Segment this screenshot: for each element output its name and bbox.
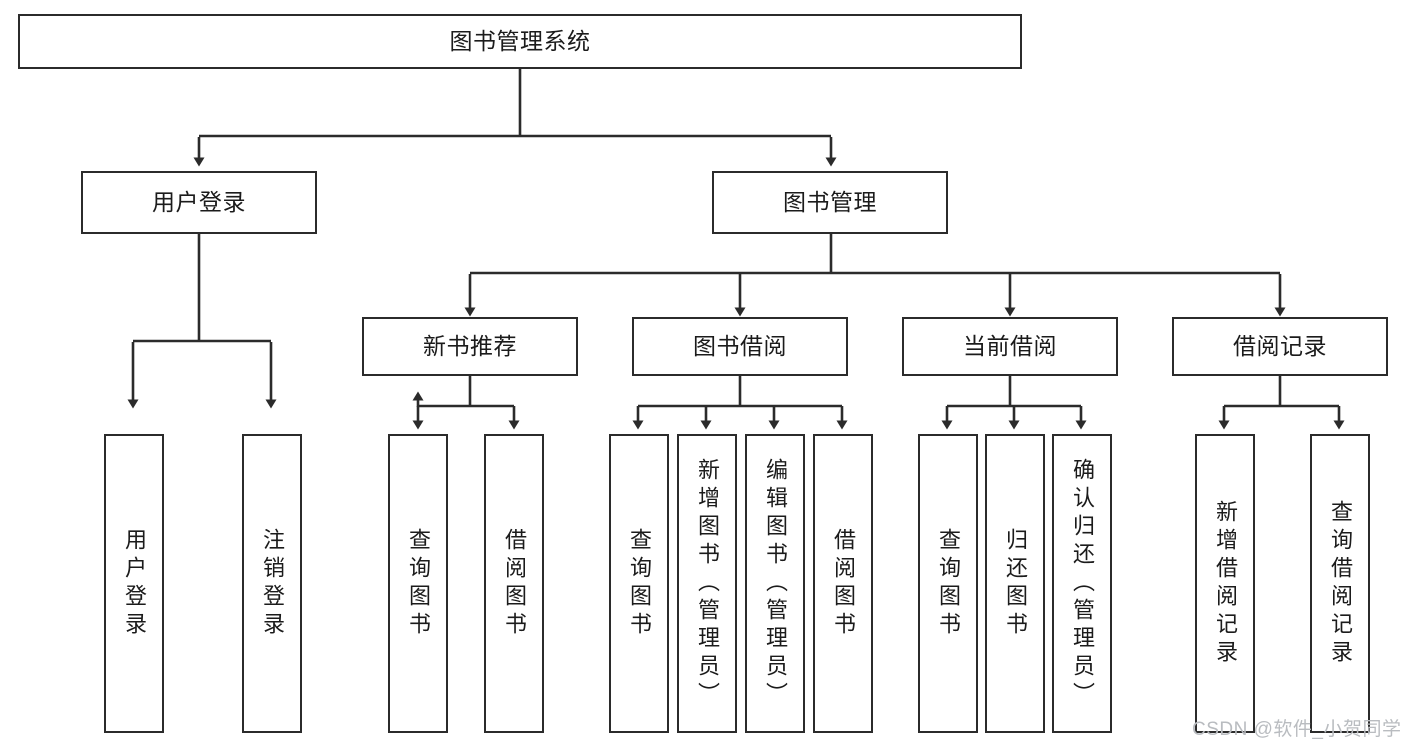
leaf-current-query-book[interactable]: 查询图书 bbox=[918, 434, 978, 733]
node-label: 图书管理 bbox=[783, 188, 877, 215]
node-label: 查询图书 bbox=[626, 527, 652, 640]
leaf-new-book-borrow-book[interactable]: 借阅图书 bbox=[484, 434, 544, 733]
leaf-current-return-book[interactable]: 归还图书 bbox=[985, 434, 1045, 733]
node-label: 借阅记录 bbox=[1233, 332, 1327, 359]
node-label: 编辑图书（管理员） bbox=[762, 457, 788, 710]
leaf-new-book-query-book[interactable]: 查询图书 bbox=[388, 434, 448, 733]
leaf-user-login-login[interactable]: 用户登录 bbox=[104, 434, 164, 733]
node-new-book-recommend[interactable]: 新书推荐 bbox=[362, 317, 578, 376]
node-label: 当前借阅 bbox=[963, 332, 1057, 359]
leaf-borrow-query-book[interactable]: 查询图书 bbox=[609, 434, 669, 733]
node-label: 归还图书 bbox=[1002, 527, 1028, 640]
node-label: 用户登录 bbox=[121, 527, 147, 640]
node-label: 确认归还（管理员） bbox=[1069, 457, 1095, 710]
node-label: 查询图书 bbox=[935, 527, 961, 640]
leaf-borrow-add-book-admin[interactable]: 新增图书（管理员） bbox=[677, 434, 737, 733]
node-label: 查询图书 bbox=[405, 527, 431, 640]
node-book-borrow[interactable]: 图书借阅 bbox=[632, 317, 848, 376]
node-borrow-record[interactable]: 借阅记录 bbox=[1172, 317, 1388, 376]
node-label: 新书推荐 bbox=[423, 332, 517, 359]
leaf-borrow-borrow-book[interactable]: 借阅图书 bbox=[813, 434, 873, 733]
node-label: 借阅图书 bbox=[501, 527, 527, 640]
node-label: 图书管理系统 bbox=[449, 27, 591, 54]
node-label: 注销登录 bbox=[259, 527, 285, 640]
node-root-book-management-system[interactable]: 图书管理系统 bbox=[18, 14, 1022, 69]
node-label: 新增借阅记录 bbox=[1212, 499, 1238, 668]
node-user-login[interactable]: 用户登录 bbox=[81, 171, 317, 234]
node-current-borrow[interactable]: 当前借阅 bbox=[902, 317, 1118, 376]
node-label: 查询借阅记录 bbox=[1327, 499, 1353, 668]
node-label: 用户登录 bbox=[152, 188, 246, 215]
node-label: 图书借阅 bbox=[693, 332, 787, 359]
node-label: 新增图书（管理员） bbox=[694, 457, 720, 710]
leaf-record-add-record[interactable]: 新增借阅记录 bbox=[1195, 434, 1255, 733]
csdn-watermark: CSDN @软件_小贺同学 bbox=[1192, 719, 1402, 740]
node-book-management[interactable]: 图书管理 bbox=[712, 171, 948, 234]
leaf-current-confirm-return-admin[interactable]: 确认归还（管理员） bbox=[1052, 434, 1112, 733]
leaf-borrow-edit-book-admin[interactable]: 编辑图书（管理员） bbox=[745, 434, 805, 733]
leaf-user-login-logout[interactable]: 注销登录 bbox=[242, 434, 302, 733]
node-label: 借阅图书 bbox=[830, 527, 856, 640]
leaf-record-query-record[interactable]: 查询借阅记录 bbox=[1310, 434, 1370, 733]
